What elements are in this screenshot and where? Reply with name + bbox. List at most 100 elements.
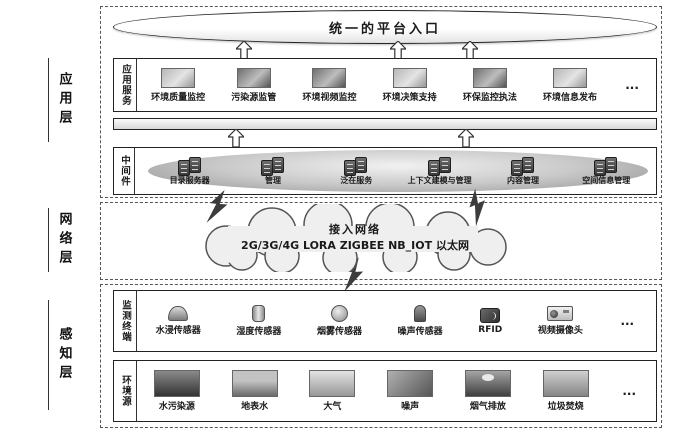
atmosphere-photo bbox=[309, 370, 356, 397]
app-service-item: 污染源监管 bbox=[231, 67, 276, 103]
middleware-item: 目录服务器 bbox=[148, 156, 231, 186]
app-services-ellipsis: ... bbox=[625, 78, 639, 92]
app-screenshot-icon bbox=[553, 67, 588, 88]
officer-photo-icon bbox=[472, 67, 507, 88]
sources-box: 环境源 水污染源 地表水 大气 噪声 烟气排放 bbox=[113, 360, 657, 422]
app-services-row: 环境质量监控 污染源监管 环境视频监控 环境决策支持 环保监控执法 环境信息发布 bbox=[138, 59, 654, 111]
app-service-item: 环保监控执法 bbox=[462, 67, 517, 103]
terminal-item: 视频摄像头 bbox=[538, 306, 583, 336]
surface-water-photo bbox=[231, 370, 278, 397]
source-label: 大气 bbox=[323, 402, 342, 412]
noise-sensor-icon bbox=[414, 305, 427, 322]
middleware-label: 上下文建模与管理 bbox=[407, 175, 472, 185]
terminal-item: 湿度传感器 bbox=[236, 305, 281, 337]
lightning-bolt-icon bbox=[464, 186, 493, 228]
up-arrow-icon bbox=[460, 40, 480, 60]
source-item: 垃圾焚烧 bbox=[542, 370, 589, 412]
app-screenshot-icon bbox=[236, 67, 271, 88]
network-layer-frame bbox=[100, 202, 662, 280]
cloud-title: 接入网络 bbox=[329, 223, 381, 236]
server-tower-icon bbox=[592, 156, 620, 176]
up-arrow-icon bbox=[234, 40, 254, 60]
middleware-row: 目录服务器 管理 泛在服务 上下文建模与管理 内容管理 空间信息管理 bbox=[148, 148, 648, 194]
server-tower-icon bbox=[176, 156, 204, 176]
app-service-label: 环境质量监控 bbox=[151, 92, 206, 103]
middleware-item: 泛在服务 bbox=[315, 156, 398, 186]
service-bus-bar bbox=[113, 118, 657, 130]
middleware-item: 上下文建模与管理 bbox=[398, 156, 481, 186]
app-service-item: 环境质量监控 bbox=[151, 67, 206, 103]
layer-label-perception: 感知层 bbox=[48, 300, 74, 410]
perception-layer-frame bbox=[100, 284, 662, 428]
lightning-bolt-icon bbox=[341, 255, 367, 296]
middleware-label: 空间信息管理 bbox=[582, 175, 631, 185]
source-item: 地表水 bbox=[231, 370, 278, 412]
terminal-label: 水浸传感器 bbox=[155, 326, 201, 336]
sources-ellipsis: ... bbox=[622, 384, 637, 398]
terminal-label: RFID bbox=[478, 324, 503, 335]
rfid-icon bbox=[480, 307, 501, 323]
lightning-bolt-icon bbox=[203, 186, 233, 228]
cloud-shape-icon bbox=[205, 200, 507, 276]
middleware-item: 内容管理 bbox=[481, 156, 564, 186]
layer-label-network: 网络层 bbox=[48, 208, 74, 272]
source-item: 噪声 bbox=[387, 370, 434, 412]
source-label: 噪声 bbox=[401, 402, 420, 412]
app-service-label: 环境视频监控 bbox=[302, 92, 357, 103]
up-arrow-icon bbox=[388, 40, 408, 60]
terminal-item: 噪声传感器 bbox=[398, 305, 443, 337]
app-services-box: 应用服务 环境质量监控 污染源监管 环境视频监控 环境决策支持 环保监控执法 bbox=[113, 58, 657, 112]
smoke-sensor-icon bbox=[331, 305, 349, 322]
middleware-box: 中间件 目录服务器 管理 泛在服务 上下文建模与管理 内容管理 bbox=[113, 147, 657, 195]
terminal-label: 湿度传感器 bbox=[236, 327, 282, 337]
middleware-strip-label: 中间件 bbox=[114, 148, 135, 194]
app-services-strip-label: 应用服务 bbox=[114, 59, 137, 111]
middleware-label: 管理 bbox=[264, 175, 281, 185]
application-layer-frame bbox=[100, 6, 662, 198]
terminals-ellipsis: ... bbox=[620, 314, 635, 328]
layer-label-application: 应用层 bbox=[48, 58, 74, 142]
app-screenshot-icon bbox=[312, 67, 347, 88]
source-item: 水污染源 bbox=[153, 370, 200, 412]
middleware-label: 泛在服务 bbox=[340, 175, 373, 185]
terminals-box: 监测终端 水浸传感器 湿度传感器 烟雾传感器 噪声传感器 RFID bbox=[113, 290, 657, 352]
terminals-row: 水浸传感器 湿度传感器 烟雾传感器 噪声传感器 RFID 视频摄像头 bbox=[138, 291, 654, 351]
water-pollution-photo bbox=[153, 370, 200, 397]
source-label: 水污染源 bbox=[158, 402, 195, 412]
server-tower-icon bbox=[342, 156, 370, 176]
app-service-item: 环境视频监控 bbox=[302, 67, 357, 103]
terminal-item: 水浸传感器 bbox=[156, 306, 201, 336]
waste-incineration-photo bbox=[542, 370, 589, 397]
platform-entrance-ellipse: 统一的平台入口 bbox=[113, 10, 657, 44]
terminal-item: 烟雾传感器 bbox=[317, 305, 362, 337]
server-tower-icon bbox=[509, 156, 537, 176]
app-service-label: 环境信息发布 bbox=[543, 92, 598, 103]
terminal-item: RFID bbox=[478, 307, 503, 335]
terminal-label: 视频摄像头 bbox=[537, 326, 583, 336]
terminals-strip-label: 监测终端 bbox=[114, 291, 137, 351]
source-label: 地表水 bbox=[241, 402, 269, 412]
app-screenshot-icon bbox=[161, 67, 196, 88]
app-service-label: 环保监控执法 bbox=[462, 92, 517, 103]
up-arrow-icon bbox=[226, 128, 246, 148]
smoke-emission-photo bbox=[464, 370, 511, 397]
middleware-item: 空间信息管理 bbox=[565, 156, 648, 186]
source-label: 垃圾焚烧 bbox=[547, 402, 584, 412]
source-item: 烟气排放 bbox=[464, 370, 511, 412]
middleware-label: 内容管理 bbox=[506, 175, 539, 185]
terminal-label: 烟雾传感器 bbox=[317, 327, 363, 337]
app-service-item: 环境决策支持 bbox=[382, 67, 437, 103]
server-tower-icon bbox=[426, 156, 454, 176]
cloud-protocols: 2G/3G/4G LORA ZIGBEE NB_IOT 以太网 bbox=[241, 239, 469, 252]
app-service-label: 环境决策支持 bbox=[382, 92, 437, 103]
middleware-item: 管理 bbox=[231, 156, 314, 186]
app-service-item: 环境信息发布 bbox=[543, 67, 598, 103]
noise-photo bbox=[387, 370, 434, 397]
middleware-ellipse bbox=[148, 150, 648, 192]
platform-entrance-title: 统一的平台入口 bbox=[328, 21, 441, 37]
sources-strip-label: 环境源 bbox=[114, 361, 137, 421]
network-cloud: 接入网络 2G/3G/4G LORA ZIGBEE NB_IOT 以太网 bbox=[168, 200, 542, 276]
sources-row: 水污染源 地表水 大气 噪声 烟气排放 垃圾焚烧 ... bbox=[138, 361, 654, 421]
terminal-label: 噪声传感器 bbox=[397, 327, 443, 337]
